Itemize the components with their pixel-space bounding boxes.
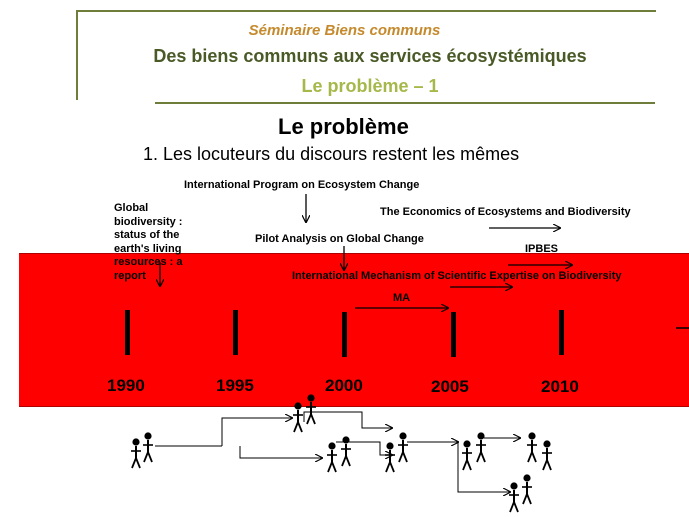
- label-ipec: International Program on Ecosystem Chang…: [184, 179, 420, 191]
- people-group-2010: [526, 431, 553, 471]
- tick-2005: [451, 312, 456, 357]
- year-2005: 2005: [431, 377, 469, 396]
- section-point: 1. Les locuteurs du discours restent les…: [143, 144, 520, 164]
- year-2000: 2000: [325, 376, 363, 395]
- seminar-title: Séminaire Biens communs: [248, 22, 441, 39]
- section-title: Le problème: [278, 114, 409, 139]
- label-teeb: The Economics of Ecosystems and Biodiver…: [380, 206, 631, 218]
- people-group-2005: [461, 431, 487, 471]
- tick-2000: [342, 312, 347, 357]
- network-connectors: [155, 411, 520, 492]
- label-imoseb: International Mechanism of Scientific Ex…: [292, 270, 622, 282]
- tick-1990: [125, 310, 130, 355]
- header-rule-bottom: [155, 102, 655, 104]
- header-rule-left: [76, 10, 78, 100]
- year-1990: 1990: [107, 376, 145, 395]
- year-2010: 2010: [541, 377, 579, 396]
- label-pilot-analysis: Pilot Analysis on Global Change: [255, 233, 424, 245]
- label-ma: MA: [393, 292, 411, 304]
- people-group-2010b: [508, 473, 533, 513]
- people-group-1990: [130, 431, 154, 469]
- tick-1995: [233, 310, 238, 355]
- slide-title: Des biens communs aux services écosystém…: [153, 46, 587, 66]
- label-ipbes: IPBES: [525, 243, 559, 255]
- header-rule-top: [76, 10, 656, 12]
- label-global-biodiversity: Global biodiversity : status of the eart…: [114, 202, 183, 282]
- year-1995: 1995: [216, 376, 254, 395]
- tick-2010: [559, 310, 564, 355]
- people-group-2000b: [384, 431, 409, 473]
- timeline-band: [19, 253, 689, 407]
- slide-subtitle: Le problème – 1: [301, 76, 439, 96]
